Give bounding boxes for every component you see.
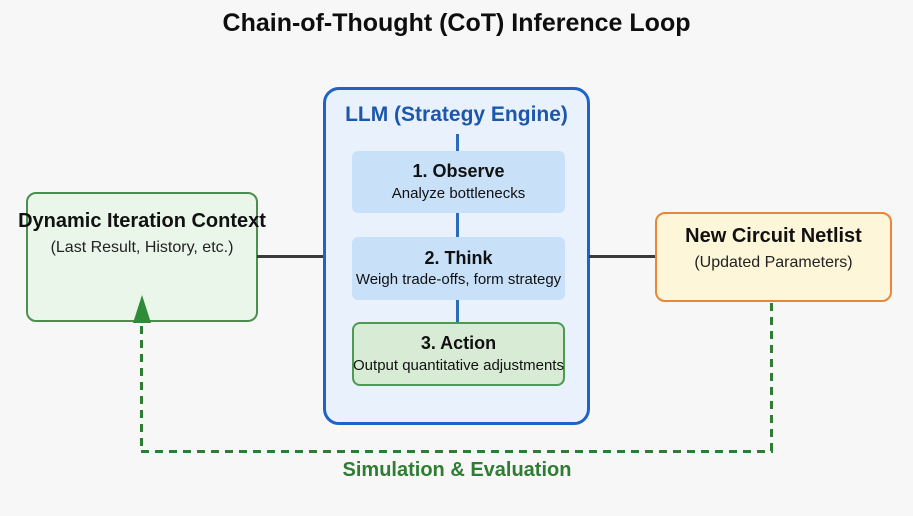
step-action-title: 3. Action [420, 333, 497, 354]
step-observe-title: 1. Observe [412, 161, 505, 182]
connector-context-to-llm [257, 255, 323, 258]
step-think-title: 2. Think [424, 247, 493, 268]
step-think-subtitle: Weigh trade-offs, form strategy [355, 271, 562, 289]
diagram-title: Chain-of-Thought (CoT) Inference Loop [222, 9, 691, 37]
step-observe-subtitle: Analyze bottlenecks [391, 184, 526, 202]
netlist-box: New Circuit Netlist (Updated Parameters) [655, 212, 892, 302]
step-action-subtitle: Output quantitative adjustments [353, 356, 564, 374]
feedback-line-left [140, 326, 143, 452]
step-action-box: 3. Action Output quantitative adjustment… [352, 322, 565, 386]
feedback-line-bottom [141, 450, 773, 453]
context-subtitle: (Last Result, History, etc.) [50, 239, 234, 256]
connector-llm-to-netlist [589, 255, 655, 258]
feedback-label: Simulation & Evaluation [342, 459, 572, 481]
arrow-up-icon [133, 295, 151, 323]
netlist-subtitle: (Updated Parameters) [694, 254, 853, 271]
netlist-title: New Circuit Netlist [685, 225, 862, 247]
llm-engine-title: LLM (Strategy Engine) [345, 103, 568, 126]
step-think-box: 2. Think Weigh trade-offs, form strategy [352, 237, 565, 300]
feedback-line-right [770, 303, 773, 452]
context-title: Dynamic Iteration Context [18, 210, 266, 232]
connector-observe-to-think [456, 213, 459, 237]
context-box: Dynamic Iteration Context (Last Result, … [18, 192, 266, 322]
connector-title-to-observe [456, 134, 459, 151]
connector-think-to-action [456, 300, 459, 322]
step-observe-box: 1. Observe Analyze bottlenecks [352, 151, 565, 213]
